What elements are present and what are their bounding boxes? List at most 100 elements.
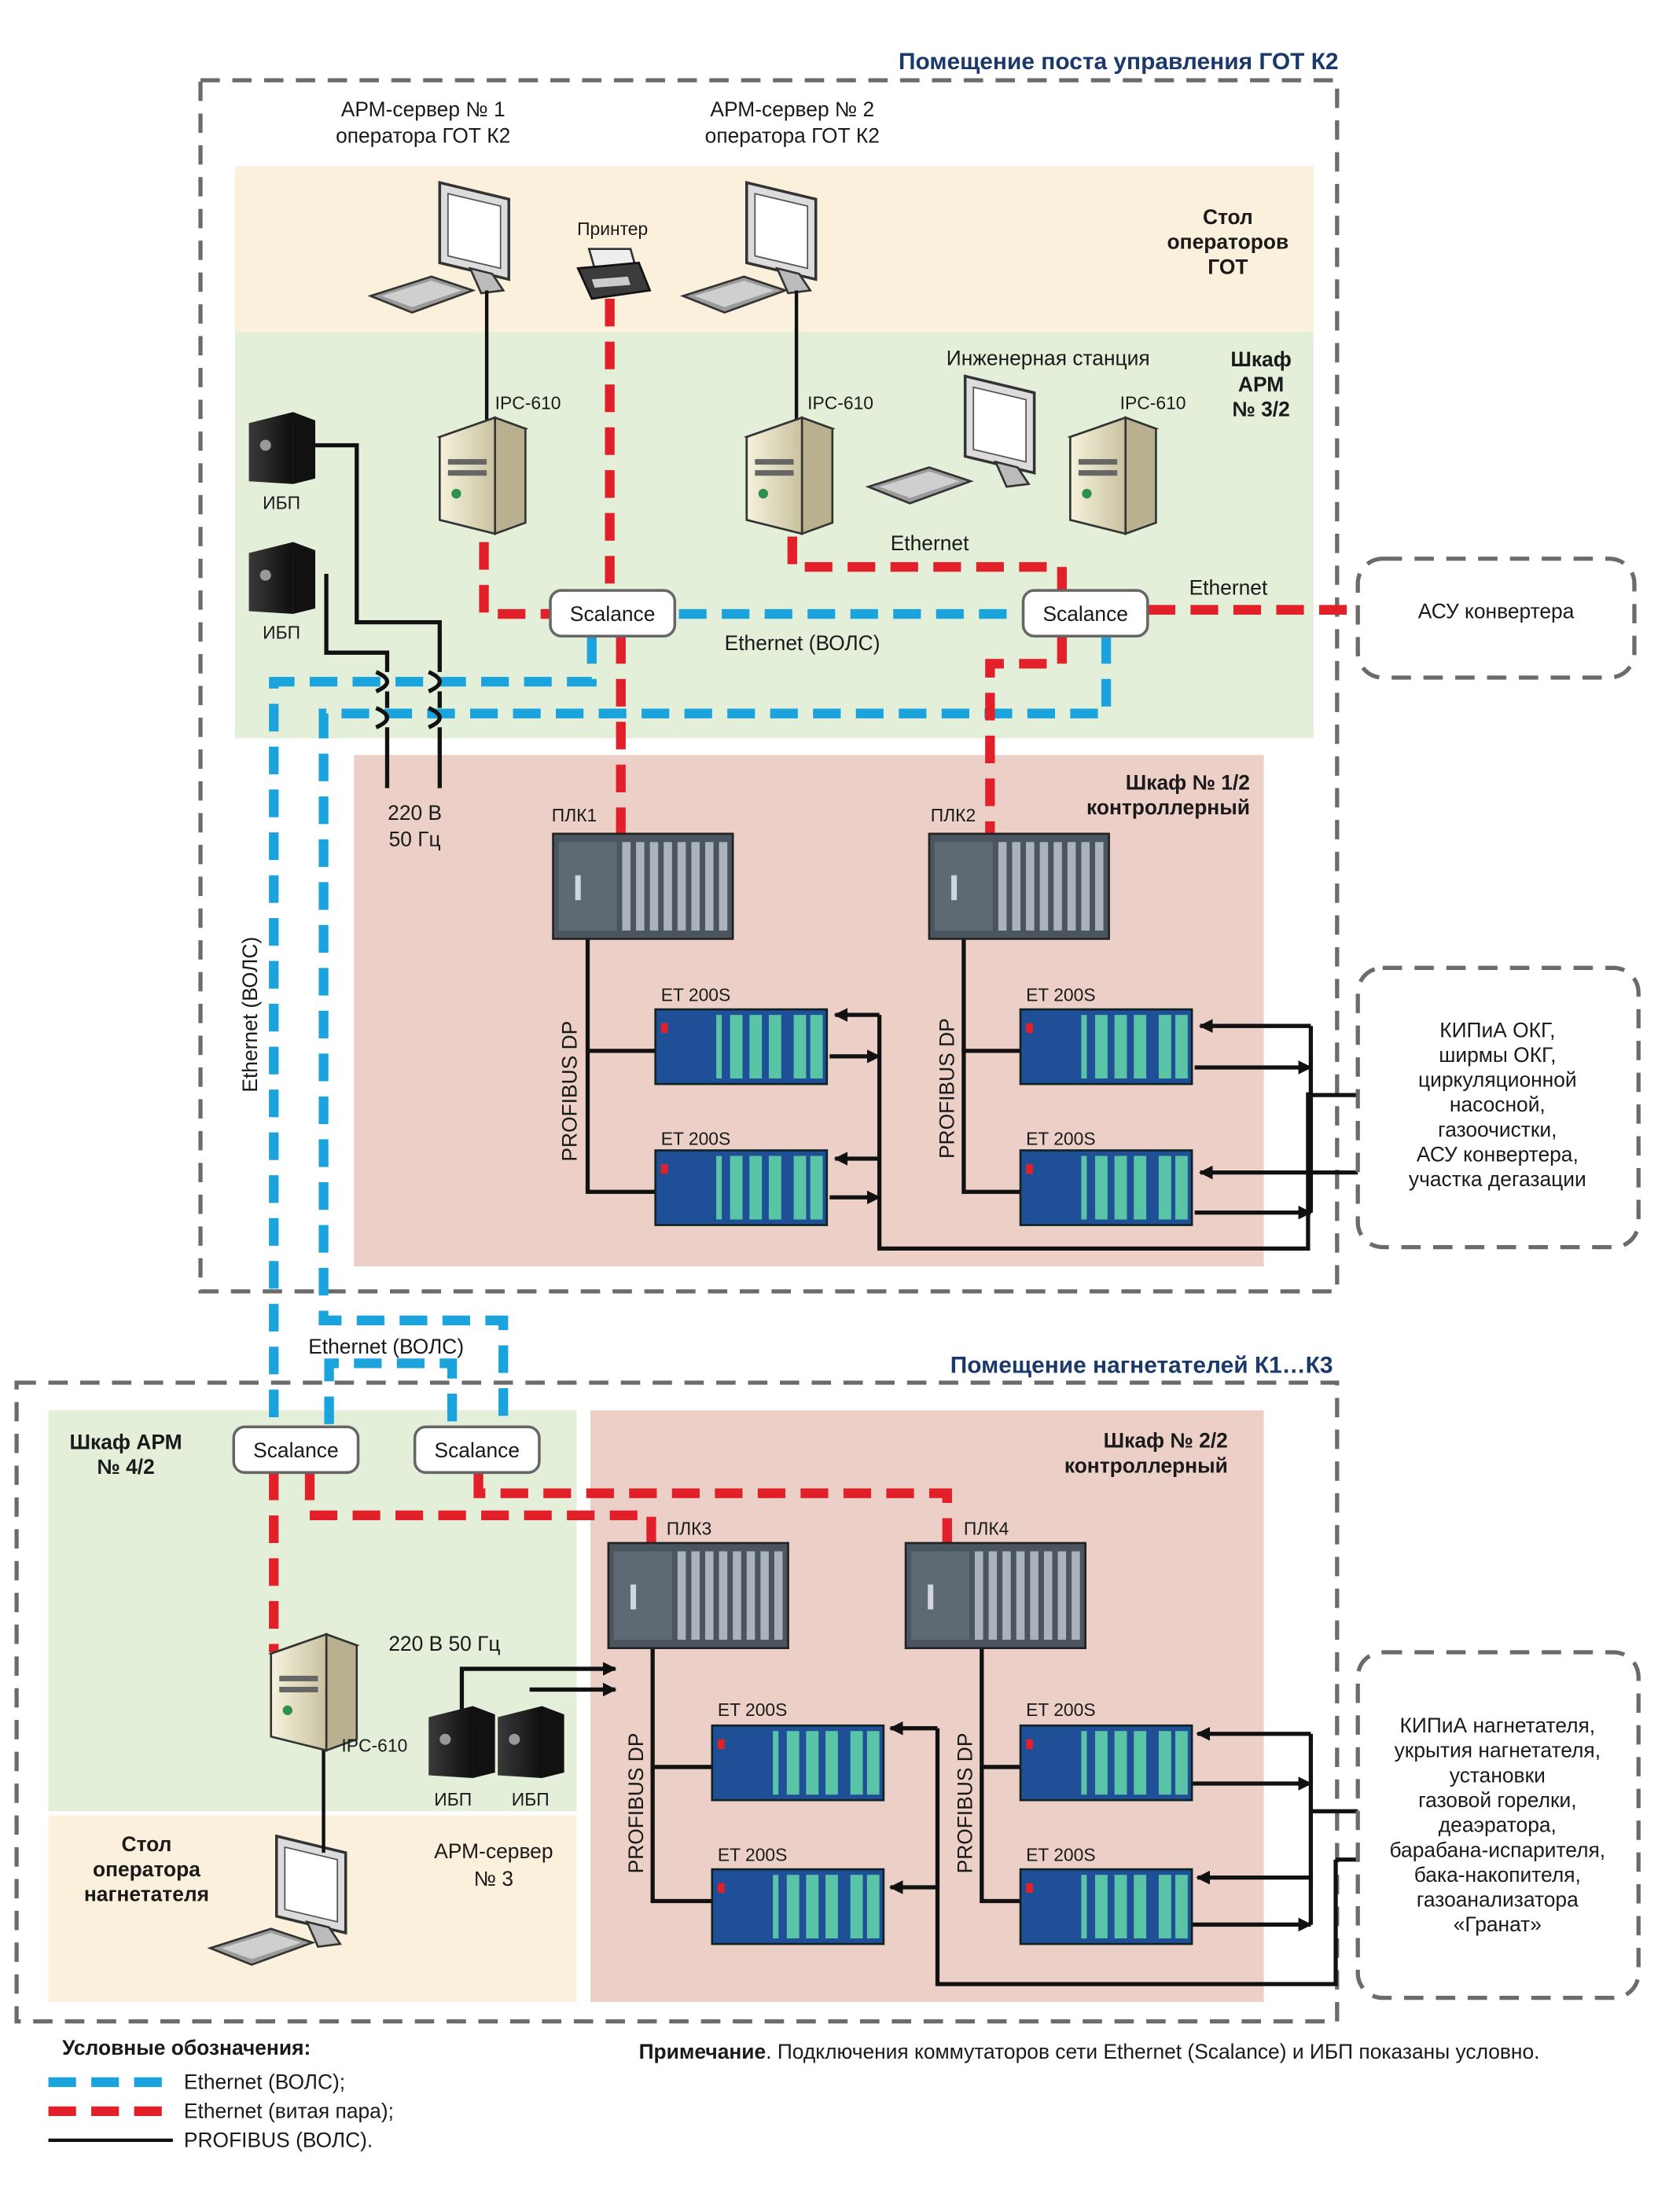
operators-desk-label: Стол операторов ГОТ [1167, 205, 1289, 278]
arm-cabinet-3-zone [235, 332, 1314, 739]
plc-rack-3 [607, 1541, 789, 1649]
svg-text:контроллерный: контроллерный [1064, 1453, 1228, 1477]
legend-label-black: PROFIBUS (ВОЛС). [184, 2129, 373, 2152]
svg-text:КИПиА нагнетателя,: КИПиА нагнетателя, [1400, 1714, 1596, 1737]
profibus-links [585, 937, 1024, 1904]
svg-text:бака-накопителя,: бака-накопителя, [1414, 1863, 1581, 1887]
footnote-text: . Подключения коммутаторов сети Ethernet… [766, 2040, 1539, 2063]
svg-text:укрытия нагнетателя,: укрытия нагнетателя, [1395, 1739, 1601, 1762]
plc-rack-1 [552, 832, 734, 940]
svg-text:циркуляционной: циркуляционной [1418, 1068, 1577, 1092]
svg-text:№ 4/2: № 4/2 [97, 1455, 154, 1479]
blower-room-boundary [14, 1380, 1340, 2024]
server3-label-line1: АРМ-сервер [434, 1839, 553, 1863]
server1-label-line1: АРМ-сервер № 1 [341, 97, 505, 121]
profibus-label-1: PROFIBUS DP [557, 1021, 581, 1162]
svg-text:№ 3/2: № 3/2 [1232, 398, 1289, 421]
svg-text:деаэратора,: деаэратора, [1439, 1813, 1557, 1837]
server2-label-line2: оператора ГОТ К2 [705, 123, 880, 147]
ipc-label-3: IPC-610 [1120, 393, 1186, 413]
svg-text:«Гранат»: «Гранат» [1454, 1912, 1542, 1936]
svg-text:ширмы ОКГ,: ширмы ОКГ, [1439, 1043, 1556, 1067]
plc1-label: ПЛК1 [552, 805, 597, 825]
et200s-module-2 [654, 1149, 829, 1226]
ethernet-label-asu: Ethernet [1189, 575, 1268, 599]
ipc-label-2: IPC-610 [807, 393, 873, 413]
monitor-icon-server2 [745, 181, 818, 295]
svg-text:ГОТ: ГОТ [1208, 255, 1248, 278]
legend-label-blue: Ethernet (ВОЛС); [184, 2070, 345, 2094]
svg-text:участка дегазации: участка дегазации [1409, 1167, 1586, 1191]
ups-label-1: ИБП [263, 492, 300, 513]
plc2-label: ПЛК2 [931, 805, 976, 825]
et200s-module-1 [654, 1008, 829, 1086]
svg-text:Шкаф: Шкаф [1230, 347, 1291, 371]
keyboard-icon-server1 [367, 275, 476, 314]
svg-text:газовой горелки,: газовой горелки, [1418, 1788, 1576, 1812]
et200s-label-2: ET 200S [661, 1128, 731, 1148]
svg-text:газоанализатора: газоанализатора [1417, 1888, 1579, 1912]
et200s-label-1: ET 200S [661, 985, 731, 1005]
svg-text:операторов: операторов [1167, 230, 1289, 254]
et200s-module-5 [711, 1724, 885, 1802]
keyboard-icon-eng [865, 466, 974, 505]
et200s-module-4 [1019, 1149, 1193, 1226]
eng-station-label: Инженерная станция [947, 346, 1150, 369]
arm-cabinet-3-label: Шкаф АРМ № 3/2 [1230, 347, 1291, 421]
svg-text:контроллерный: контроллерный [1086, 795, 1250, 819]
et200s-label-8: ET 200S [1026, 1845, 1096, 1865]
fiber-label-top: Ethernet (ВОЛС) [725, 631, 880, 655]
et200s-module-7 [1019, 1724, 1193, 1802]
control-room-boundary [198, 78, 1340, 1294]
plc4-label: ПЛК4 [964, 1518, 1009, 1538]
ipc-tower-1 [436, 416, 529, 535]
ipc-label-4: IPC-610 [341, 1736, 407, 1756]
ups-label-3: ИБП [434, 1789, 472, 1809]
svg-text:АСУ конвертера,: АСУ конвертера, [1417, 1143, 1579, 1166]
power-lines [315, 443, 617, 1715]
server2-label-line1: АРМ-сервер № 2 [710, 97, 874, 121]
printer-label: Принтер [577, 219, 648, 239]
controller-cabinet-2-label: Шкаф № 2/2 контроллерный [1064, 1429, 1228, 1478]
et200s-label-5: ET 200S [718, 1699, 788, 1720]
kip1-box: КИПиА ОКГ, ширмы ОКГ, циркуляционной нас… [1355, 965, 1641, 1250]
svg-text:АРМ: АРМ [1238, 373, 1284, 396]
svg-text:барабана-испарителя,: барабана-испарителя, [1390, 1838, 1606, 1861]
power-label-line2: 50 Гц [389, 828, 441, 851]
scalance-switch-4: Scalance [413, 1425, 541, 1475]
footnote-bold: Примечание [639, 2040, 766, 2063]
plc-rack-2 [928, 832, 1110, 940]
keyboard-icon-server3 [207, 1927, 316, 1966]
ups-icon-2 [248, 542, 316, 615]
svg-text:Шкаф № 1/2: Шкаф № 1/2 [1126, 770, 1250, 794]
scalance-switch-2: Scalance [1021, 589, 1149, 637]
svg-text:Шкаф АРМ: Шкаф АРМ [70, 1430, 182, 1453]
blower-room-title: Помещение нагнетателей К1…К3 [950, 1353, 1333, 1379]
power-label-inline: 220 В 50 Гц [388, 1632, 500, 1655]
plc3-label: ПЛК3 [667, 1518, 711, 1538]
ups-icon-4 [498, 1706, 564, 1779]
ipc-label-1: IPC-610 [495, 393, 561, 413]
printer-icon [576, 248, 652, 300]
ups-label-2: ИБП [263, 623, 300, 643]
ethernet-label-eng: Ethernet [891, 531, 969, 555]
svg-text:газоочистки,: газоочистки, [1438, 1118, 1557, 1141]
monitor-icon-server3 [275, 1834, 347, 1949]
control-room-title: Помещение поста управления ГОТ К2 [899, 49, 1339, 75]
kip1-connections [829, 1008, 1358, 1251]
scalance-switch-1: Scalance [549, 589, 677, 637]
svg-text:нагнетателя: нагнетателя [84, 1883, 209, 1906]
svg-text:Стол: Стол [122, 1832, 172, 1856]
profibus-label-2: PROFIBUS DP [936, 1018, 959, 1159]
svg-text:АСУ конвертера: АСУ конвертера [1418, 599, 1575, 623]
fiber-label-vertical: Ethernet (ВОЛС) [238, 937, 262, 1093]
svg-text:КИПиА ОКГ,: КИПиА ОКГ, [1439, 1018, 1555, 1042]
kip2-connections [888, 1721, 1358, 1986]
et200s-label-7: ET 200S [1026, 1699, 1096, 1720]
controller-cabinet-1-label: Шкаф № 1/2 контроллерный [1086, 770, 1250, 819]
power-label-line1: 220 В [388, 801, 442, 825]
fiber-label-bottom: Ethernet (ВОЛС) [308, 1335, 464, 1358]
legend: Условные обозначения: Ethernet (ВОЛС); E… [48, 2036, 394, 2152]
plc-rack-4 [904, 1541, 1087, 1649]
ipc-tower-4 [267, 1633, 360, 1752]
